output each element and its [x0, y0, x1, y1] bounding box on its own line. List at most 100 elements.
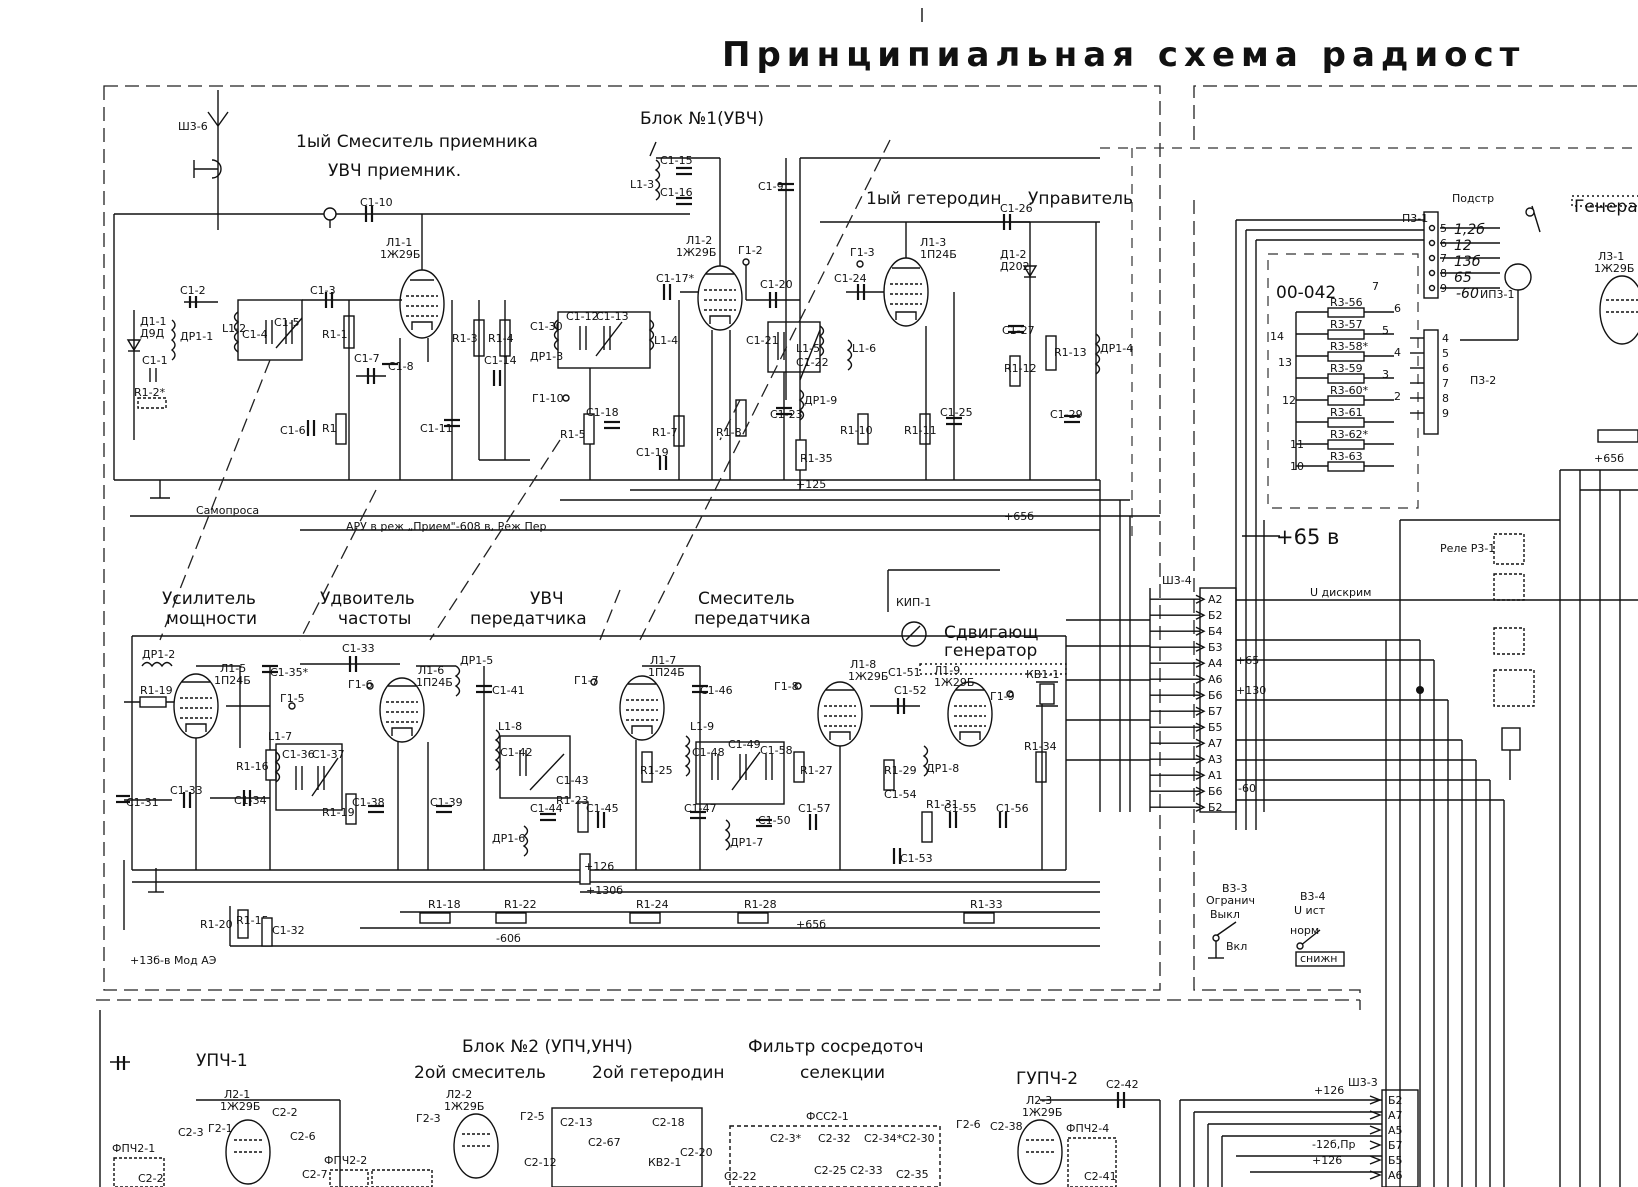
p32-pin-label: 5 — [1442, 347, 1449, 360]
block1-label: Блок №1(УВЧ) — [640, 109, 764, 129]
svg-text:С2-33: С2-33 — [850, 1164, 883, 1177]
svg-text:ДР1-9: ДР1-9 — [804, 394, 837, 407]
tx-uhf-label-1: УВЧ — [530, 589, 564, 609]
connector-pin-label: А3 — [1208, 753, 1223, 766]
svg-text:ФПЧ2-4: ФПЧ2-4 — [1066, 1122, 1109, 1135]
bank-resistor-label: R3-59 — [1330, 362, 1363, 375]
tank-l14: С1-30 ДР1-3 С1-12 С1-13 L1-4 Г1-10 R1-5 … — [530, 310, 678, 480]
resistor-bank-rows: R3-56R3-57R3-58*R3-59R3-60*R3-61R3-62*R3… — [1270, 280, 1401, 473]
connector-pin-arrow — [1195, 658, 1206, 668]
svg-text:Л2-3: Л2-3 — [1026, 1094, 1052, 1107]
relay-p31: Реле Р3-1 — [1440, 533, 1535, 780]
svg-text:Д1-2: Д1-2 — [1000, 248, 1027, 261]
svg-text:С2-13: С2-13 — [560, 1116, 593, 1129]
p32-pin-label: 8 — [1442, 392, 1449, 405]
bank-resistor-label: R3-60* — [1330, 384, 1369, 397]
svg-text:С1-29: С1-29 — [1050, 408, 1083, 421]
svg-text:1Ж29Б: 1Ж29Б — [934, 676, 974, 689]
svg-text:R1-16: R1-16 — [236, 760, 269, 773]
p32-pin-label: 7 — [1442, 377, 1449, 390]
connector-pin-arrow — [1195, 642, 1206, 652]
svg-text:С1-8: С1-8 — [388, 360, 414, 373]
power-amp-label-1: Усилитель — [162, 589, 256, 609]
fss21-label: ФСС2-1 — [806, 1110, 849, 1123]
connector-pin-label: Б6 — [1208, 785, 1223, 798]
podstr-label: Подстр — [1452, 192, 1494, 205]
controller-label: Управитель — [1028, 189, 1133, 209]
svg-text:R1-12: R1-12 — [1004, 362, 1037, 375]
svg-text:С1-5: С1-5 — [274, 316, 300, 329]
svg-text:ФПЧ2-2: ФПЧ2-2 — [324, 1154, 367, 1167]
power-amp-label-2: мощности — [166, 609, 257, 629]
bank-resistor — [1327, 439, 1365, 450]
svg-text:R1-31: R1-31 — [926, 798, 959, 811]
svg-text:В3-3: В3-3 — [1222, 882, 1248, 895]
svg-text:1П24Б: 1П24Б — [214, 674, 251, 687]
connector-pin-label: Б2 — [1208, 609, 1223, 622]
svg-text:+130б: +130б — [586, 884, 623, 897]
doubler-label-1: Удвоитель — [320, 589, 415, 609]
connector-pin-label: Б6 — [1208, 689, 1223, 702]
svg-text:С2-12: С2-12 — [524, 1156, 557, 1169]
connector-pin-label: А6 — [1208, 673, 1223, 686]
svg-text:С2-25: С2-25 — [814, 1164, 847, 1177]
p31-pin — [1428, 284, 1436, 292]
svg-text:норм: норм — [1290, 924, 1319, 937]
svg-text:Г1-3: Г1-3 — [850, 246, 875, 259]
svg-text:ДР1-8: ДР1-8 — [926, 762, 959, 775]
svg-text:Выкл: Выкл — [1210, 908, 1240, 921]
svg-text:R1-13: R1-13 — [1054, 346, 1087, 359]
svg-text:С2-20: С2-20 — [680, 1146, 713, 1159]
svg-text:+126: +126 — [1314, 1084, 1344, 1097]
svg-text:С1-31: С1-31 — [126, 796, 159, 809]
svg-text:Г2-3: Г2-3 — [416, 1112, 441, 1125]
upch1-label: УПЧ-1 — [196, 1051, 248, 1071]
connector-pin-label: А5 — [1388, 1124, 1403, 1137]
bank-resistor-label: R3-56 — [1330, 296, 1363, 309]
schematic-title: Принципиальная схема радиост — [722, 35, 1525, 75]
svg-text:С1-33: С1-33 — [342, 642, 375, 655]
svg-text:С2-7: С2-7 — [302, 1168, 328, 1181]
svg-text:снижн: снижн — [1300, 952, 1338, 965]
mod-note: +13б-в Мод АЭ — [130, 954, 217, 967]
cap-c13-label: С1-3 — [310, 284, 336, 297]
svg-text:С1-7: С1-7 — [354, 352, 380, 365]
svg-text:ИП3-1: ИП3-1 — [1480, 288, 1514, 301]
svg-text:R1-25: R1-25 — [640, 764, 673, 777]
svg-text:Ш3-4: Ш3-4 — [1162, 574, 1192, 587]
bank-pin-label: 2 — [1394, 390, 1401, 403]
self-poll-label: Самопроса — [196, 504, 259, 517]
svg-text:Г1-9: Г1-9 — [990, 690, 1015, 703]
bank-resistor — [1327, 307, 1365, 318]
u-discrim-label: U дискрим — [1310, 586, 1371, 599]
svg-text:С1-33: С1-33 — [170, 784, 203, 797]
p32-connector: П3-2 — [1423, 329, 1496, 435]
svg-text:С2-32: С2-32 — [818, 1132, 851, 1145]
connector-pin-arrow — [1195, 594, 1206, 604]
bank-resistor — [1327, 395, 1365, 406]
svg-text:-12б,Пр: -12б,Пр — [1312, 1138, 1356, 1151]
connector-pin-arrow — [1195, 754, 1206, 764]
svg-text:R1-18: R1-18 — [428, 898, 461, 911]
svg-text:L1-9: L1-9 — [690, 720, 714, 733]
svg-text:С1-58: С1-58 — [760, 744, 793, 757]
quartz-label: КВ1-1 — [1026, 668, 1059, 681]
heterodyne2-label: 2ой гетеродин — [592, 1063, 725, 1083]
bank-pin-label: 10 — [1290, 460, 1304, 473]
bank-resistor-label: R3-58* — [1330, 340, 1369, 353]
tube-l16: С1-33 Г1-6 Л1-6 1П24Б ДР1-5 С1-41 R1-19 … — [300, 642, 525, 870]
svg-text:С1-2: С1-2 — [180, 284, 206, 297]
svg-text:С1-39: С1-39 — [430, 796, 463, 809]
antenna-icon: Ш3-6 — [178, 90, 229, 230]
meter-value: 13б — [1454, 254, 1481, 270]
svg-text:С1-49: С1-49 — [728, 738, 761, 751]
svg-text:ФПЧ2-1: ФПЧ2-1 — [112, 1142, 155, 1155]
bank-pin-label: 5 — [1382, 324, 1389, 337]
svg-text:R1-35: R1-35 — [800, 452, 833, 465]
p31-pin — [1428, 254, 1436, 262]
svg-text:Л2-1: Л2-1 — [224, 1088, 250, 1101]
svg-text:R1-8: R1-8 — [716, 426, 742, 439]
generator-label: Генерат — [1574, 197, 1638, 217]
svg-text:Ш3-3: Ш3-3 — [1348, 1076, 1378, 1089]
